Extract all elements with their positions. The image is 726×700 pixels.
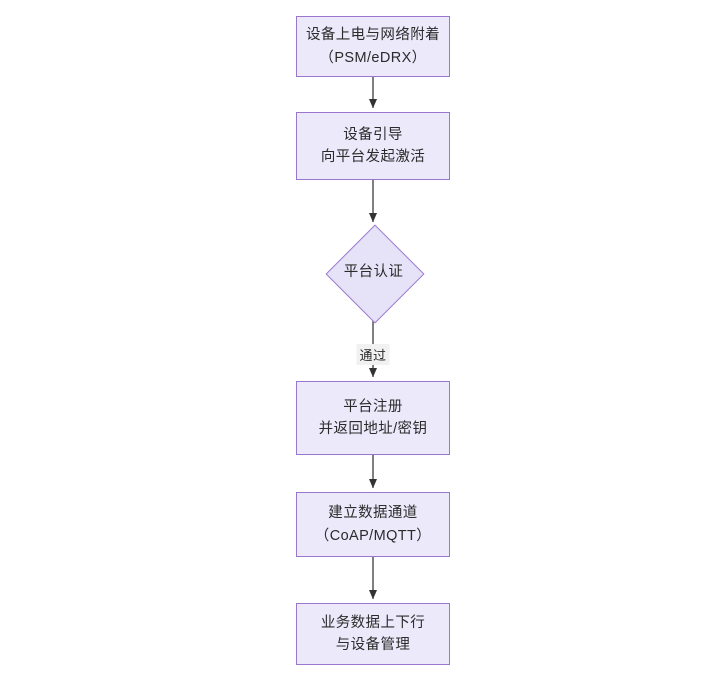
edge-label-pass: 通过 [356,344,390,365]
node-label-line: 建立数据通道 [328,505,418,522]
node-establish-data-channel[interactable]: 建立数据通道 （CoAP/MQTT） [296,492,450,557]
node-label-line: 平台注册 [343,398,403,415]
node-label-line: 设备引导 [343,126,403,143]
node-label-line: 与设备管理 [335,637,411,653]
node-device-bootstrap[interactable]: 设备引导 向平台发起激活 [296,112,450,180]
node-platform-registration[interactable]: 平台注册 并返回地址/密钥 [296,381,450,455]
node-platform-authentication[interactable]: 平台认证 [325,224,424,323]
node-label-line: 并返回地址/密钥 [318,421,428,437]
node-business-data-and-device-management[interactable]: 业务数据上下行 与设备管理 [296,603,450,665]
node-device-power-on[interactable]: 设备上电与网络附着 （PSM/eDRX） [296,16,450,77]
node-label-line: （CoAP/MQTT） [314,527,432,544]
node-label-line: 向平台发起激活 [320,149,426,165]
node-label-line: 平台认证 [343,264,404,281]
node-label-line: （PSM/eDRX） [319,49,427,66]
node-label-line: 设备上电与网络附着 [305,27,441,44]
node-label-line: 业务数据上下行 [320,614,426,631]
